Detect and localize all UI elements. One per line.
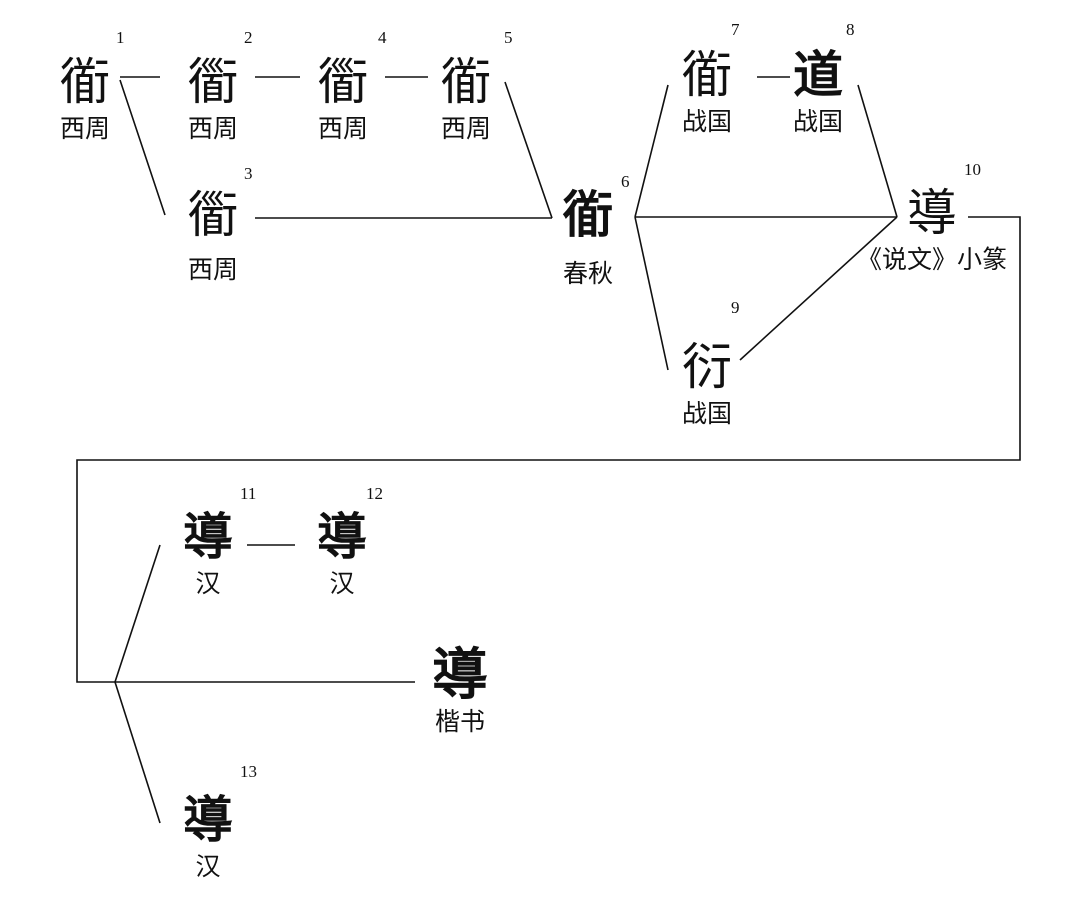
line-1-3 <box>119 79 166 216</box>
period-label: 汉 <box>195 852 221 881</box>
node-10: 導《说文》小篆 <box>842 183 1022 275</box>
glyph: 導 <box>317 507 367 566</box>
node-number: 4 <box>378 28 387 47</box>
period-label: 西周 <box>440 114 491 143</box>
period-label: 战国 <box>681 399 732 428</box>
node-number: 7 <box>731 20 740 39</box>
node-number: 2 <box>244 28 253 47</box>
line-10-down <box>76 216 1021 683</box>
node-8: 道战国 <box>758 45 878 137</box>
period-label: 西周 <box>317 114 368 143</box>
line-branch-13 <box>114 681 161 824</box>
glyph: 導 <box>432 642 488 708</box>
glyph: 導 <box>907 184 957 242</box>
node-kaishu: 導楷书 <box>400 645 520 737</box>
period-label: 战国 <box>681 107 732 136</box>
node-3: 衟西周 <box>153 185 273 285</box>
period-label: 战国 <box>792 107 843 136</box>
node-7: 衜战国 <box>647 45 767 137</box>
glyph: 衜 <box>60 53 110 111</box>
glyph: 導 <box>183 507 233 566</box>
node-11: 導汉 <box>148 507 268 599</box>
glyph: 導 <box>183 790 233 849</box>
line-9-10 <box>739 216 898 361</box>
line-6-7 <box>634 84 669 218</box>
glyph: 衍 <box>682 338 732 396</box>
node-number: 6 <box>621 172 630 191</box>
glyph: 衜 <box>682 46 732 104</box>
node-number: 1 <box>116 28 125 47</box>
glyph: 衟 <box>188 186 238 244</box>
line-5-6 <box>504 81 553 219</box>
period-label: 楷书 <box>434 707 485 736</box>
glyph: 衜 <box>441 53 491 111</box>
node-number: 10 <box>964 160 981 179</box>
node-number: 11 <box>240 484 257 503</box>
glyph: 衟 <box>318 53 368 111</box>
node-number: 3 <box>244 164 253 183</box>
line-6-9 <box>634 216 669 371</box>
glyph: 衟 <box>188 53 238 111</box>
node-1: 衜西周 <box>25 52 145 144</box>
node-6: 衜春秋 <box>528 185 648 289</box>
node-5: 衜西周 <box>406 52 526 144</box>
period-label: 春秋 <box>562 259 613 288</box>
node-number: 12 <box>366 484 383 503</box>
node-2: 衟西周 <box>153 52 273 144</box>
node-number: 13 <box>240 762 257 781</box>
node-13: 導汉 <box>148 790 268 882</box>
node-12: 導汉 <box>282 507 402 599</box>
period-label: 汉 <box>329 569 355 598</box>
glyph: 道 <box>793 45 843 104</box>
glyph: 衜 <box>563 185 613 244</box>
period-label: 西周 <box>187 114 238 143</box>
node-4: 衟西周 <box>283 52 403 144</box>
period-label: 《说文》小篆 <box>856 245 1007 274</box>
period-label: 西周 <box>59 114 110 143</box>
node-number: 5 <box>504 28 513 47</box>
line-8-10 <box>857 84 898 218</box>
node-number: 9 <box>731 298 740 317</box>
period-label: 汉 <box>195 569 221 598</box>
line-branch-11 <box>114 544 161 683</box>
node-9: 衍战国 <box>647 337 767 429</box>
node-number: 8 <box>846 20 855 39</box>
period-label: 西周 <box>187 255 238 284</box>
